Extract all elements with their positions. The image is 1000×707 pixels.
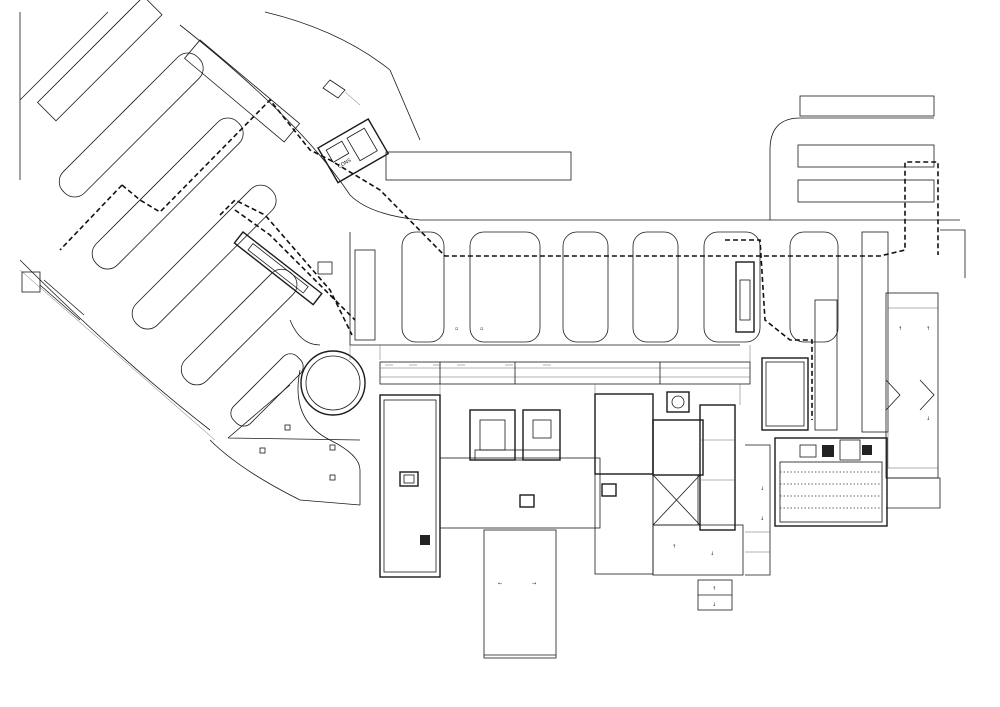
parking-bays: ▫ ▫ [349, 231, 889, 433]
centre-right-building [594, 391, 744, 576]
stair-icon [21, 271, 41, 293]
escalator-icon [247, 243, 309, 294]
central-roof [439, 409, 601, 529]
svg-text:←: ← [498, 581, 502, 587]
escalator-left [219, 199, 353, 346]
svg-text:↓: ↓ [710, 551, 714, 557]
elevator-icon [532, 419, 552, 439]
svg-text:↑: ↑ [672, 544, 676, 550]
monument: ↑ ↓ [697, 579, 733, 611]
svg-text:↓: ↓ [760, 486, 764, 492]
svg-text:→: → [532, 581, 536, 587]
top-right-parking [769, 95, 966, 278]
svg-text:↑: ↑ [926, 326, 930, 332]
platform-canopy [379, 361, 751, 385]
south-corridor: ← → [483, 529, 557, 659]
station-hall: ↓ ↓ ↑ ↓ [672, 437, 888, 576]
svg-text:↓: ↓ [712, 602, 716, 608]
escalator-icon [739, 279, 751, 321]
left-track-building [379, 394, 441, 578]
escalator-right [735, 261, 755, 333]
svg-text:▫: ▫ [455, 326, 458, 332]
square-pavilion [761, 357, 809, 431]
diagonal-parking-area [19, 0, 960, 441]
circular-pavilion [209, 350, 366, 506]
svg-text:▫: ▫ [480, 326, 483, 332]
svg-text:↑: ↑ [898, 326, 902, 332]
svg-text:↑: ↑ [712, 586, 716, 592]
kiosk-building: CONS [317, 79, 390, 184]
svg-text:↓: ↓ [760, 516, 764, 522]
svg-text:↓: ↓ [926, 416, 930, 422]
site-boundary-dashed [121, 98, 939, 257]
east-wing: ↑ ↓ ↑ [885, 292, 941, 509]
canopy-strip [385, 151, 572, 181]
